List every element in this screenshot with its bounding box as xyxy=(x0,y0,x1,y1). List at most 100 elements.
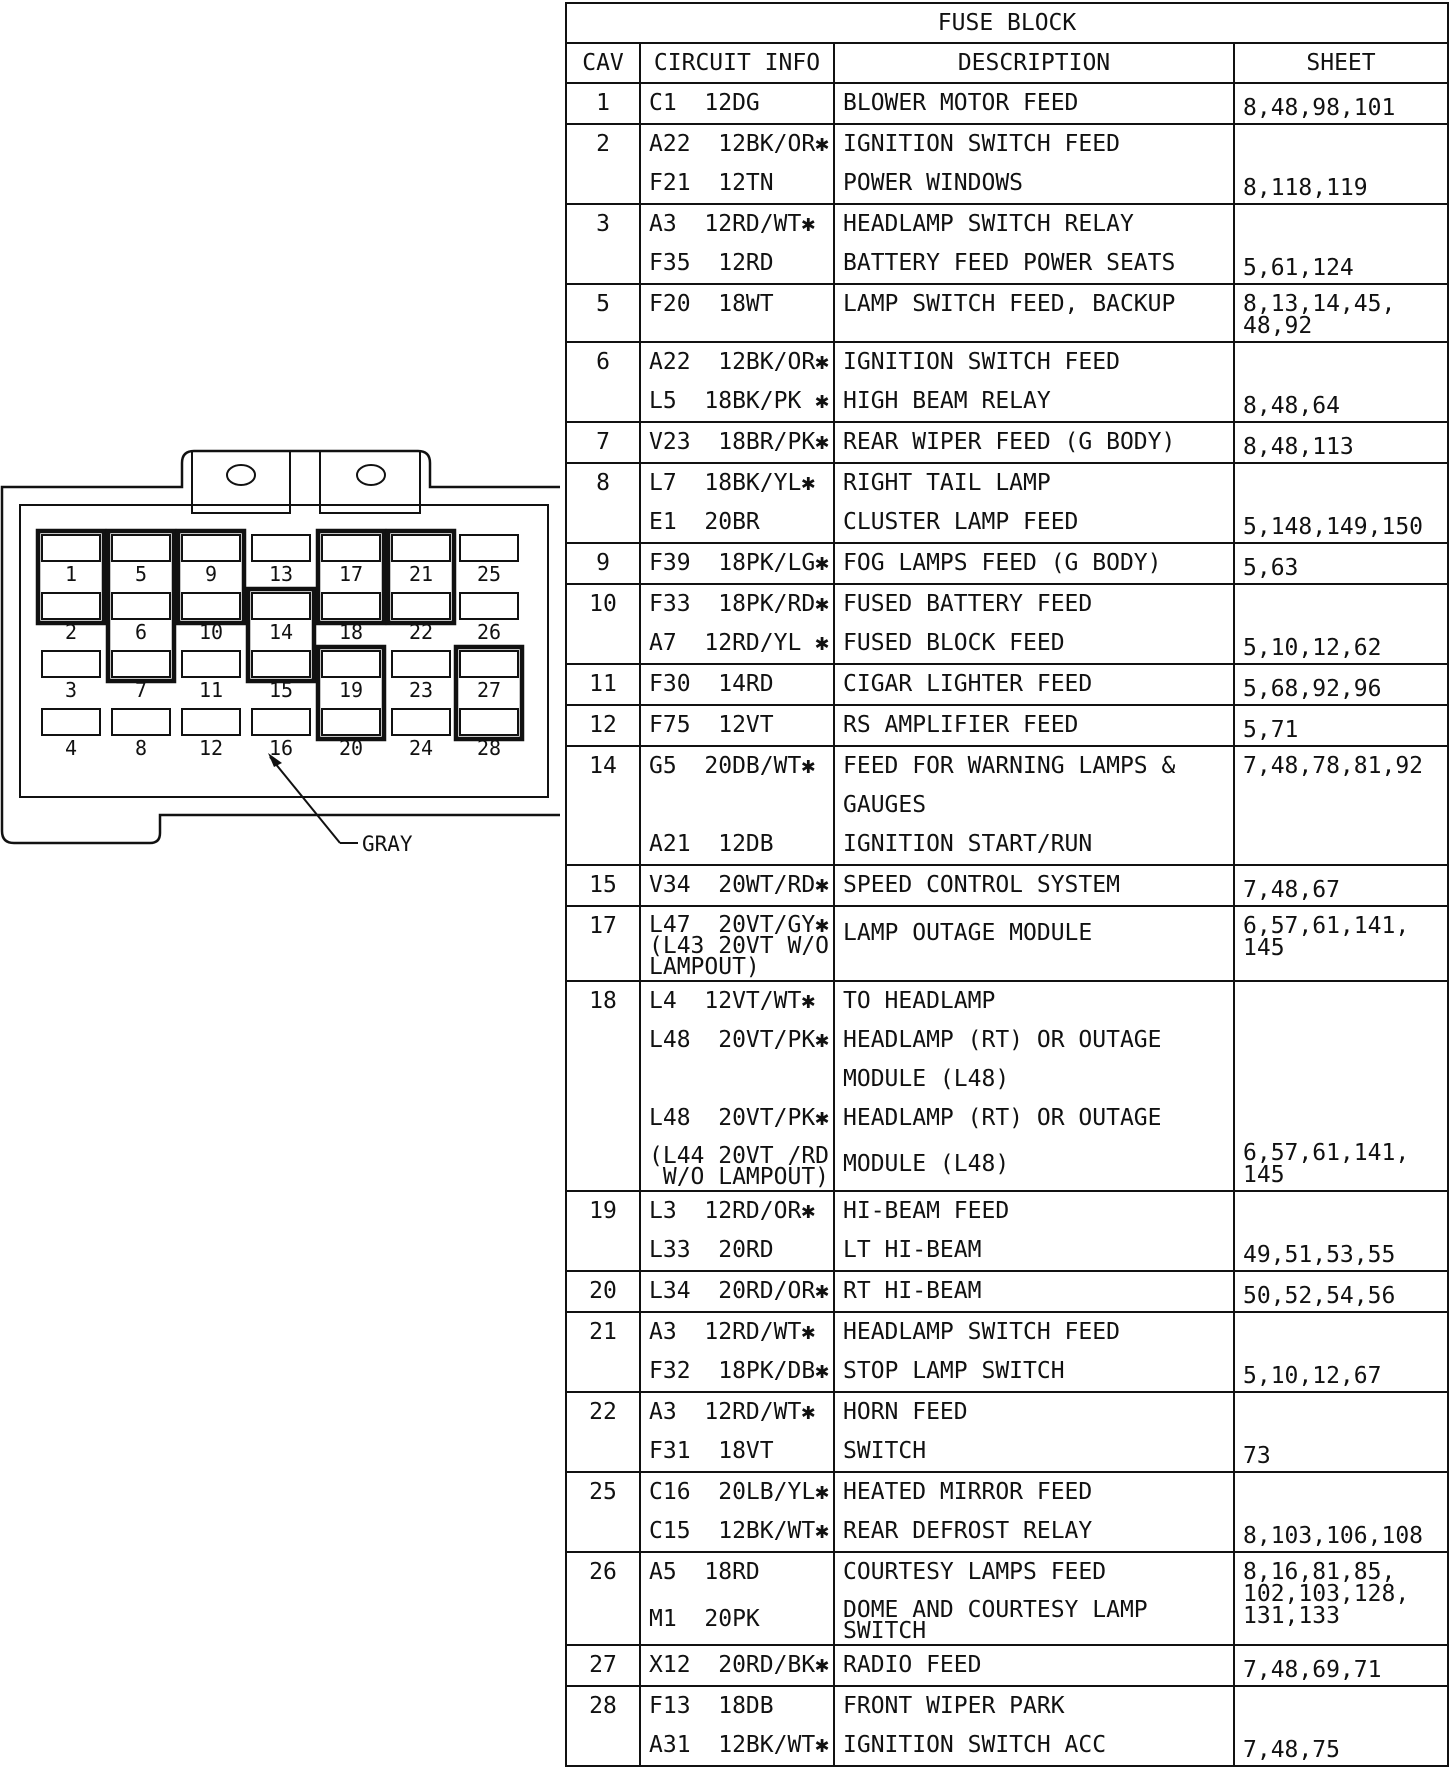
circuit-line: L33 20RD xyxy=(649,1237,774,1263)
sheet-cell: 6,57,61,141, 145 xyxy=(1232,981,1450,1191)
circuit-info-cell: F33 18PK/RD✱A7 12RD/YL ✱ xyxy=(639,584,835,664)
cavity-number-5: 5 xyxy=(135,562,147,586)
sheet-cell: 7,48,69,71 xyxy=(1232,1645,1450,1686)
fuse-cavity-15 xyxy=(251,650,311,678)
cavity-number-21: 21 xyxy=(409,562,433,586)
sheet-cell: 8,118,119 xyxy=(1232,124,1450,204)
sheet-cell: 73 xyxy=(1232,1392,1450,1472)
fuse-cavity-28 xyxy=(459,708,519,736)
circuit-line: C16 20LB/YL✱ xyxy=(649,1479,830,1505)
description-line: HEATED MIRROR FEED xyxy=(843,1479,1093,1505)
description-line: BATTERY FEED POWER SEATS xyxy=(843,250,1176,276)
description-line: REAR WIPER FEED (G BODY) xyxy=(843,429,1176,455)
description-line: DOME AND COURTESY LAMP SWITCH xyxy=(843,1597,1148,1644)
description-line: IGNITION SWITCH FEED xyxy=(843,131,1120,157)
circuit-line: F35 12RD xyxy=(649,250,774,276)
cav-cell: 8 xyxy=(565,463,641,543)
circuit-line: A3 12RD/WT✱ xyxy=(649,1319,816,1345)
circuit-line: F31 18VT xyxy=(649,1438,774,1464)
cavity-number-8: 8 xyxy=(135,736,147,760)
description-line: HEADLAMP (RT) OR OUTAGE xyxy=(843,1105,1162,1131)
sheet-cell: 5,68,92,96 xyxy=(1232,664,1450,705)
description-cell: BLOWER MOTOR FEED xyxy=(833,83,1235,124)
sheet-cell: 8,48,64 xyxy=(1232,342,1450,422)
description-line: HI-BEAM FEED xyxy=(843,1198,1010,1224)
cavity-number-9: 9 xyxy=(205,562,217,586)
circuit-line: A22 12BK/OR✱ xyxy=(649,349,830,375)
cav-cell: 27 xyxy=(565,1645,641,1686)
circuit-line: C1 12DG xyxy=(649,90,760,116)
description-cell: FUSED BATTERY FEED FUSED BLOCK FEED xyxy=(833,584,1235,664)
color-label: GRAY xyxy=(362,832,413,856)
cavity-number-6: 6 xyxy=(135,620,147,644)
cavity-number-17: 17 xyxy=(339,562,363,586)
cavity-number-23: 23 xyxy=(409,678,433,702)
cavity-number-11: 11 xyxy=(199,678,223,702)
description-line: GAUGES xyxy=(843,792,927,818)
sheet-cell: 8,16,81,85, 102,103,128, 131,133 xyxy=(1232,1552,1450,1645)
description-line: SWITCH xyxy=(843,1438,927,1464)
description-line: FUSED BLOCK FEED xyxy=(843,630,1065,656)
fuse-cavity-5 xyxy=(111,534,171,562)
description-cell: CIGAR LIGHTER FEED xyxy=(833,664,1235,705)
circuit-info-cell: G5 20DB/WT✱A21 12DB xyxy=(639,746,835,865)
cavity-number-7: 7 xyxy=(135,678,147,702)
sheet-cell: 7,48,67 xyxy=(1232,865,1450,906)
circuit-line: L5 18BK/PK ✱ xyxy=(649,388,830,414)
circuit-line: X12 20RD/BK✱ xyxy=(649,1652,830,1678)
circuit-info-cell: C1 12DG xyxy=(639,83,835,124)
description-line: STOP LAMP SWITCH xyxy=(843,1358,1065,1384)
description-cell: RS AMPLIFIER FEED xyxy=(833,705,1235,746)
circuit-line: C15 12BK/WT✱ xyxy=(649,1518,830,1544)
color-pointer-line xyxy=(269,756,341,844)
sheet-cell: 5,61,124 xyxy=(1232,204,1450,284)
description-line: HEADLAMP SWITCH FEED xyxy=(843,1319,1120,1345)
description-line: IGNITION SWITCH ACC xyxy=(843,1732,1107,1758)
fuse-cavity-14 xyxy=(251,592,311,620)
busbars xyxy=(35,528,525,742)
description-line: FUSED BATTERY FEED xyxy=(843,591,1093,617)
circuit-info-cell: A3 12RD/WT✱F32 18PK/DB✱ xyxy=(639,1312,835,1392)
description-line: LAMP SWITCH FEED, BACKUP xyxy=(843,291,1176,317)
cavity-number-26: 26 xyxy=(477,620,501,644)
fuse-cavity-23 xyxy=(391,650,451,678)
cav-cell: 14 xyxy=(565,746,641,865)
description-line: REAR DEFROST RELAY xyxy=(843,1518,1093,1544)
circuit-line: A3 12RD/WT✱ xyxy=(649,1399,816,1425)
cav-cell: 3 xyxy=(565,204,641,284)
circuit-info-cell: F20 18WT xyxy=(639,284,835,342)
circuit-info-cell: F39 18PK/LG✱ xyxy=(639,543,835,584)
cav-cell: 22 xyxy=(565,1392,641,1472)
cav-cell: 26 xyxy=(565,1552,641,1645)
circuit-line: (L44 20VT /RD W/O LAMPOUT) xyxy=(649,1143,830,1190)
fuse-cavity-1 xyxy=(41,534,101,562)
circuit-info-cell: A3 12RD/WT✱ F35 12RD xyxy=(639,204,835,284)
circuit-line: L3 12RD/OR✱ xyxy=(649,1198,816,1224)
description-line: POWER WINDOWS xyxy=(843,170,1024,196)
description-cell: RT HI-BEAM xyxy=(833,1271,1235,1312)
cav-cell: 19 xyxy=(565,1191,641,1271)
description-line: SPEED CONTROL SYSTEM xyxy=(843,872,1120,898)
circuit-line: F21 12TN xyxy=(649,170,774,196)
description-cell: FOG LAMPS FEED (G BODY) xyxy=(833,543,1235,584)
sheet-cell: 49,51,53,55 xyxy=(1232,1191,1450,1271)
circuit-line: A3 12RD/WT✱ xyxy=(649,211,816,237)
description-line: CIGAR LIGHTER FEED xyxy=(843,671,1093,697)
description-cell: HEATED MIRROR FEED REAR DEFROST RELAY xyxy=(833,1472,1235,1552)
cavity-number-19: 19 xyxy=(339,678,363,702)
